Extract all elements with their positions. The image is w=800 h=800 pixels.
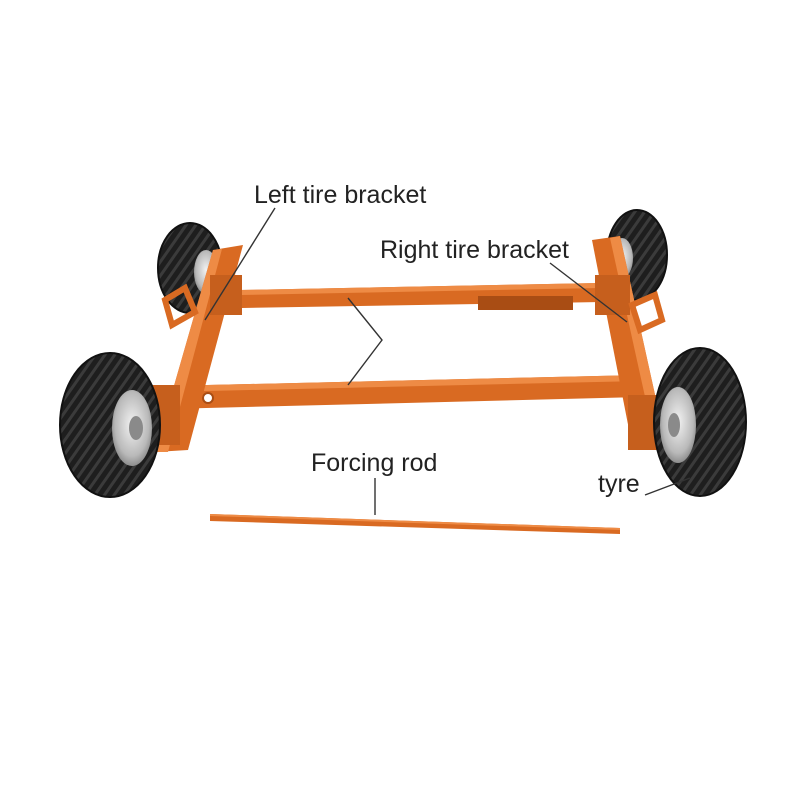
front-cross-bar [165,375,642,409]
label-left-tire-bracket: Left tire bracket [254,181,427,209]
label-forcing-rod: Forcing rod [311,449,438,477]
leader-left-bracket [204,207,276,321]
left-tire-bracket [140,245,243,452]
label-tyre: tyre [598,470,640,498]
leader-tyre [644,477,691,496]
rear-cross-bar [240,283,602,310]
label-right-tire-bracket: Right tire bracket [380,236,569,264]
leader-lines [204,207,691,515]
tire-front-right [653,347,747,497]
forcing-rod [210,514,620,534]
leader-right-bracket [549,262,628,323]
leader-cross-bars [347,297,383,386]
tire-front-left [59,352,161,498]
